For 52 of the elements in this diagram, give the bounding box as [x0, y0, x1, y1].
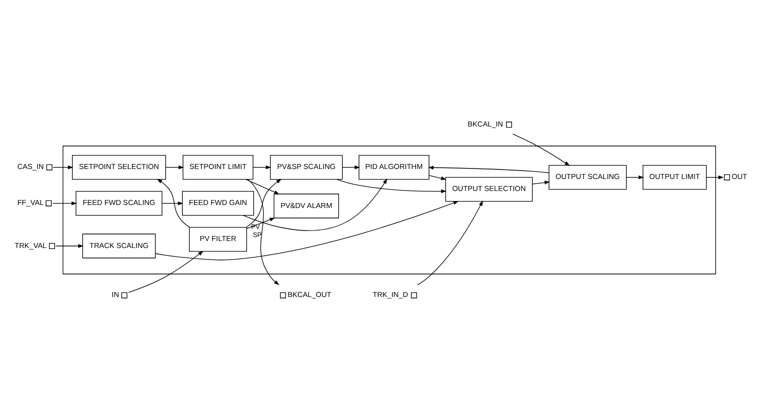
node-box: SETPOINT SELECTION	[72, 155, 166, 180]
node-box: SETPOINT LIMIT	[182, 155, 254, 180]
arrow	[336, 179, 446, 194]
arrow	[52, 201, 77, 206]
node-box: PID ALGORITHM	[358, 155, 430, 180]
node-label: CAS_IN	[17, 162, 44, 172]
arrow	[128, 250, 204, 293]
node-label: IN	[112, 290, 120, 300]
arrow	[246, 218, 276, 229]
node-box: FEED FWD GAIN	[182, 191, 254, 216]
arrow	[428, 175, 446, 180]
node-box: PV&SP SCALING	[270, 155, 343, 180]
node-box	[46, 164, 52, 170]
arrow	[532, 180, 550, 184]
arrow	[626, 175, 644, 180]
node-box	[46, 200, 52, 206]
node-box	[506, 122, 512, 128]
arrow	[428, 166, 550, 174]
node-label: FF_VAL	[17, 198, 44, 208]
node-box	[121, 292, 128, 298]
node-box	[280, 292, 286, 298]
cluster	[62, 146, 716, 274]
node-label: BKCAL_IN	[468, 120, 504, 129]
node-label: OUT	[732, 172, 748, 182]
node-label: TRK_VAL	[14, 240, 47, 250]
arrow	[242, 178, 388, 231]
arrow	[55, 244, 84, 248]
arrow	[342, 165, 360, 170]
arrow	[52, 165, 74, 170]
arrow	[512, 134, 570, 166]
arrow	[246, 178, 282, 228]
arrow	[162, 201, 184, 206]
node-box: FEED FWD SCALING	[76, 191, 162, 216]
node-box: OUTPUT SCALING	[548, 165, 627, 190]
arrow	[166, 165, 184, 170]
arrow	[252, 165, 272, 170]
node-label: BKCAL_OUT	[288, 290, 332, 300]
node-box: PV&DV ALARM	[274, 194, 339, 218]
node-box: PV FILTER	[189, 227, 247, 252]
arrow	[706, 175, 724, 180]
node-box: TRACK SCALING	[82, 234, 156, 258]
arrow	[417, 200, 483, 286]
node-box: OUTPUT SELECTION	[445, 177, 533, 202]
node-box	[411, 292, 417, 298]
arrow	[248, 179, 280, 286]
arrow	[156, 178, 190, 228]
node-box	[724, 174, 730, 180]
node-label: TRK_IN_D	[372, 290, 408, 300]
node-box: OUTPUT LIMIT	[642, 165, 707, 190]
node-box	[49, 243, 55, 249]
arrow	[155, 201, 459, 260]
arrow	[245, 179, 280, 194]
